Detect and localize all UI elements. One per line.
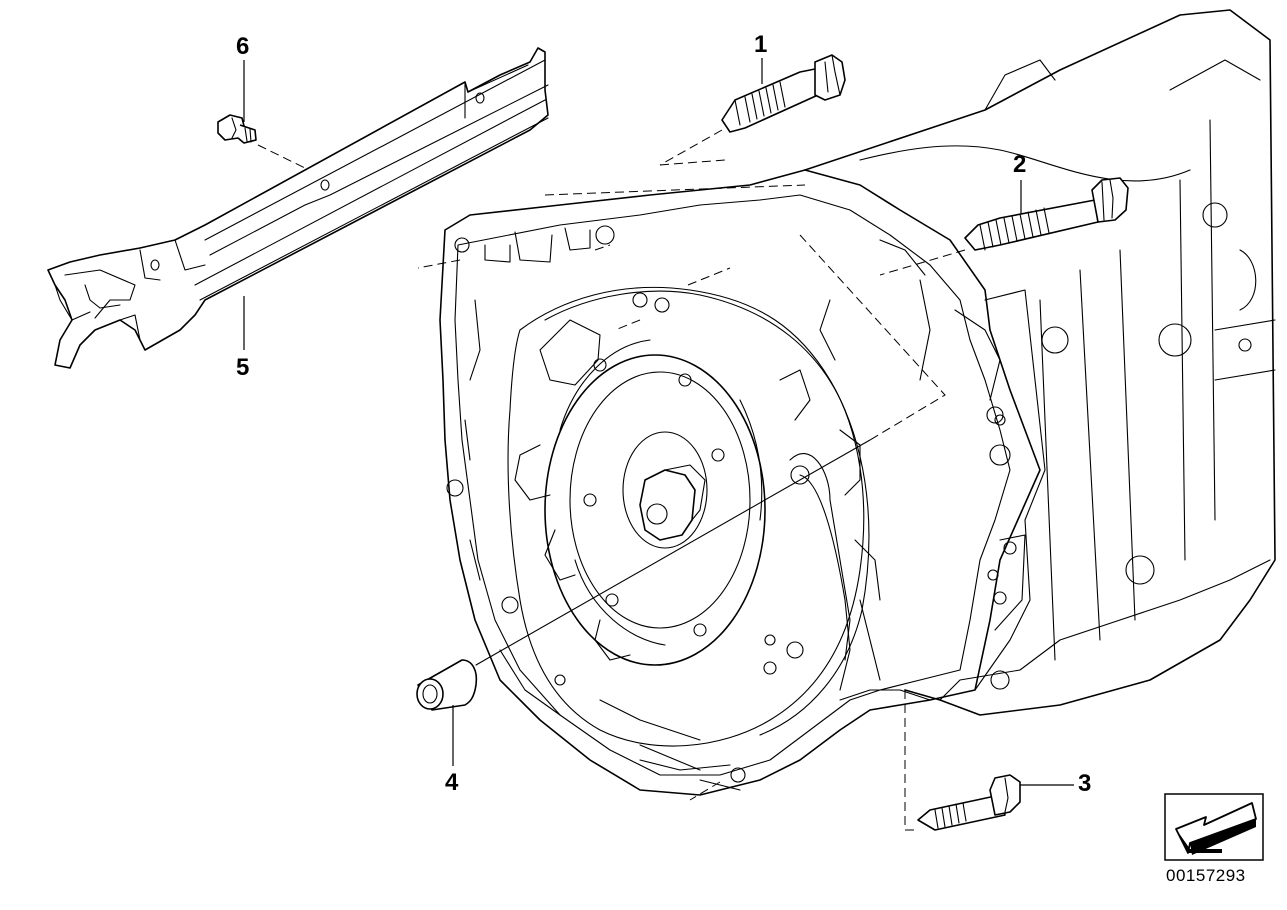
arrow-back-icon[interactable] — [1164, 793, 1264, 861]
assembly-lines — [257, 129, 966, 831]
callout-5: 5 — [236, 354, 250, 381]
screw-6 — [217, 114, 257, 144]
callout-2: 2 — [1013, 151, 1027, 178]
callout-1: 1 — [754, 31, 768, 58]
callout-6: 6 — [236, 33, 250, 60]
transmission-cross-member — [47, 47, 549, 369]
leader-lines — [243, 58, 1074, 786]
transmission-housing — [439, 9, 1276, 796]
document-number: 00157293 — [1166, 866, 1246, 885]
callout-4: 4 — [445, 769, 459, 796]
bolt-1 — [721, 54, 846, 133]
callout-3: 3 — [1078, 770, 1092, 797]
bolt-3 — [917, 774, 1021, 831]
bolt-2 — [964, 177, 1129, 251]
sleeve-4 — [416, 659, 478, 711]
